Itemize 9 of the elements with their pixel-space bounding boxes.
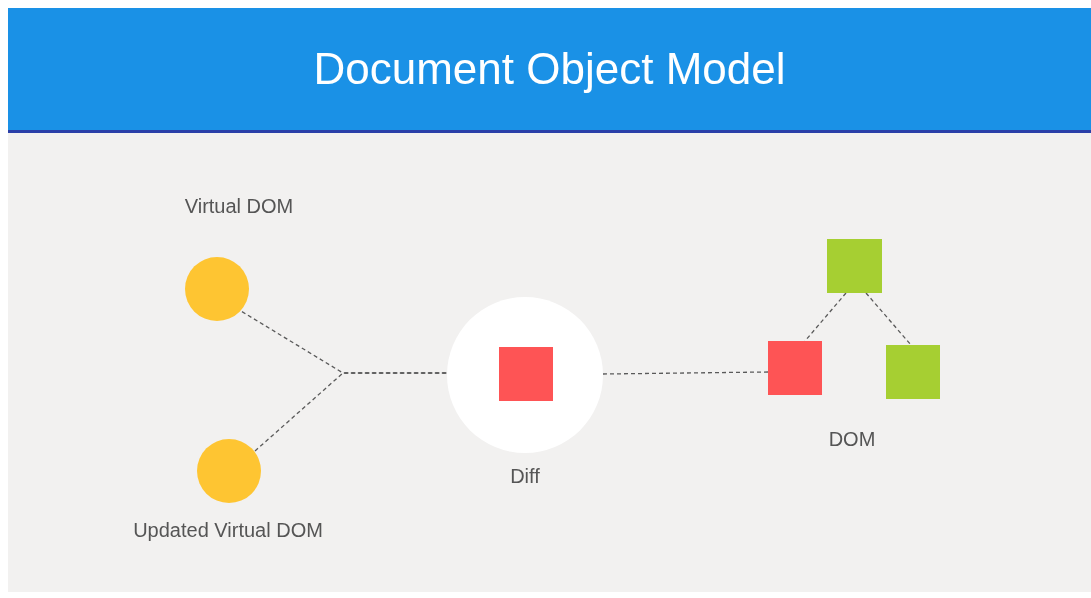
label: DOM xyxy=(828,428,876,451)
dashed-connector xyxy=(804,292,847,342)
dashed-connector xyxy=(254,372,448,452)
dashed-connector xyxy=(865,292,912,346)
node-label: Diff xyxy=(510,465,540,488)
node-label: Virtual DOM xyxy=(184,195,294,218)
node-label: Updated Virtual DOM xyxy=(133,519,323,542)
title: Document Object Model xyxy=(312,44,787,94)
dashed-connector xyxy=(602,371,769,375)
